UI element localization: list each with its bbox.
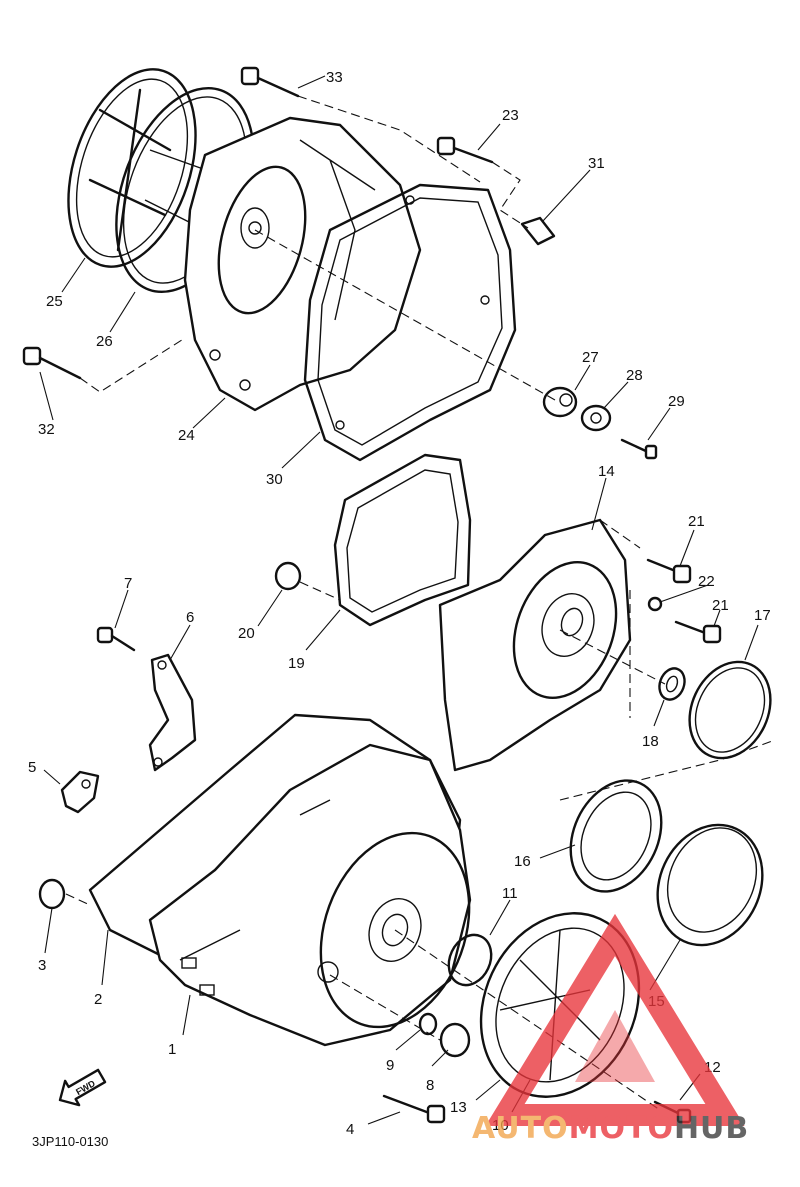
callout-19: 19 bbox=[288, 655, 305, 672]
bracket-6 bbox=[148, 653, 197, 772]
bolt-23 bbox=[436, 136, 494, 164]
callout-14: 14 bbox=[598, 463, 615, 480]
callout-9: 9 bbox=[386, 1057, 394, 1074]
watermark-text-moto: MOTO bbox=[569, 1111, 674, 1146]
callout-26: 26 bbox=[96, 333, 113, 350]
bolt-29 bbox=[620, 438, 658, 460]
callout-20: 20 bbox=[238, 625, 255, 642]
callout-22: 22 bbox=[698, 573, 715, 590]
collar-28 bbox=[580, 404, 612, 432]
bolt-4 bbox=[382, 1094, 446, 1124]
callout-7: 7 bbox=[124, 575, 132, 592]
gasket-30 bbox=[303, 183, 517, 462]
cover-14 bbox=[438, 518, 632, 772]
callout-1: 1 bbox=[168, 1041, 176, 1058]
callout-27: 27 bbox=[582, 349, 599, 366]
callout-11: 11 bbox=[502, 885, 518, 902]
callout-5: 5 bbox=[28, 759, 36, 776]
bolt-7 bbox=[96, 626, 136, 652]
callout-18: 18 bbox=[642, 733, 659, 750]
oring-11 bbox=[447, 933, 493, 987]
callout-30: 30 bbox=[266, 471, 283, 488]
bolt-33 bbox=[240, 66, 300, 98]
callout-25: 25 bbox=[46, 293, 63, 310]
callout-28: 28 bbox=[626, 367, 643, 384]
callout-2: 2 bbox=[94, 991, 102, 1008]
callout-4: 4 bbox=[346, 1121, 354, 1138]
watermark-text-hub: HUB bbox=[674, 1111, 749, 1146]
callout-23: 23 bbox=[502, 107, 519, 124]
callout-6: 6 bbox=[186, 609, 194, 626]
callout-21a: 21 bbox=[688, 513, 705, 530]
ring-17 bbox=[688, 660, 772, 760]
dowel-31 bbox=[520, 216, 556, 246]
callout-31: 31 bbox=[588, 155, 605, 172]
bolt-32 bbox=[22, 346, 82, 380]
oring-9 bbox=[418, 1012, 438, 1036]
bolt-21b bbox=[674, 620, 722, 644]
plug-8 bbox=[439, 1022, 471, 1058]
bolt-21a bbox=[646, 558, 692, 584]
alignment-lines bbox=[65, 95, 776, 1111]
oring-22 bbox=[647, 596, 663, 612]
seal-16 bbox=[569, 779, 663, 893]
leader-lines bbox=[39, 75, 759, 1125]
callout-17: 17 bbox=[754, 607, 771, 624]
callout-24: 24 bbox=[178, 427, 195, 444]
watermark-logo: AUTOMOTOHUB bbox=[472, 913, 749, 1146]
dowel-3 bbox=[38, 878, 66, 910]
callout-32: 32 bbox=[38, 421, 55, 438]
dowel-20 bbox=[274, 561, 302, 591]
watermark-text-auto: AUTO bbox=[472, 1111, 569, 1146]
callout-29: 29 bbox=[668, 393, 685, 410]
callout-33: 33 bbox=[326, 69, 343, 86]
cap-15 bbox=[656, 823, 764, 947]
cover-25 bbox=[67, 68, 197, 268]
fwd-arrow: FWD bbox=[58, 1068, 107, 1107]
svg-text:AUTOMOTOHUB: AUTOMOTOHUB bbox=[472, 1111, 749, 1146]
callout-3: 3 bbox=[38, 957, 46, 974]
callout-labels: 1 2 3 4 5 6 7 8 9 10 11 12 13 14 15 16 1… bbox=[28, 69, 771, 1138]
watermark-triangle bbox=[485, 913, 745, 1126]
callout-13: 13 bbox=[450, 1099, 467, 1116]
callout-8: 8 bbox=[426, 1077, 434, 1094]
cover-1 bbox=[148, 743, 472, 1047]
callout-21b: 21 bbox=[712, 597, 729, 614]
callout-16: 16 bbox=[514, 853, 531, 870]
diagram-code: 3JP110-0130 bbox=[32, 1134, 108, 1149]
clamp-5 bbox=[60, 770, 100, 814]
seal-18 bbox=[658, 667, 686, 701]
cover-24 bbox=[183, 116, 422, 412]
grommet-27 bbox=[542, 386, 578, 418]
gasket-19 bbox=[333, 453, 472, 627]
watermark-inner-triangle bbox=[575, 1010, 655, 1082]
